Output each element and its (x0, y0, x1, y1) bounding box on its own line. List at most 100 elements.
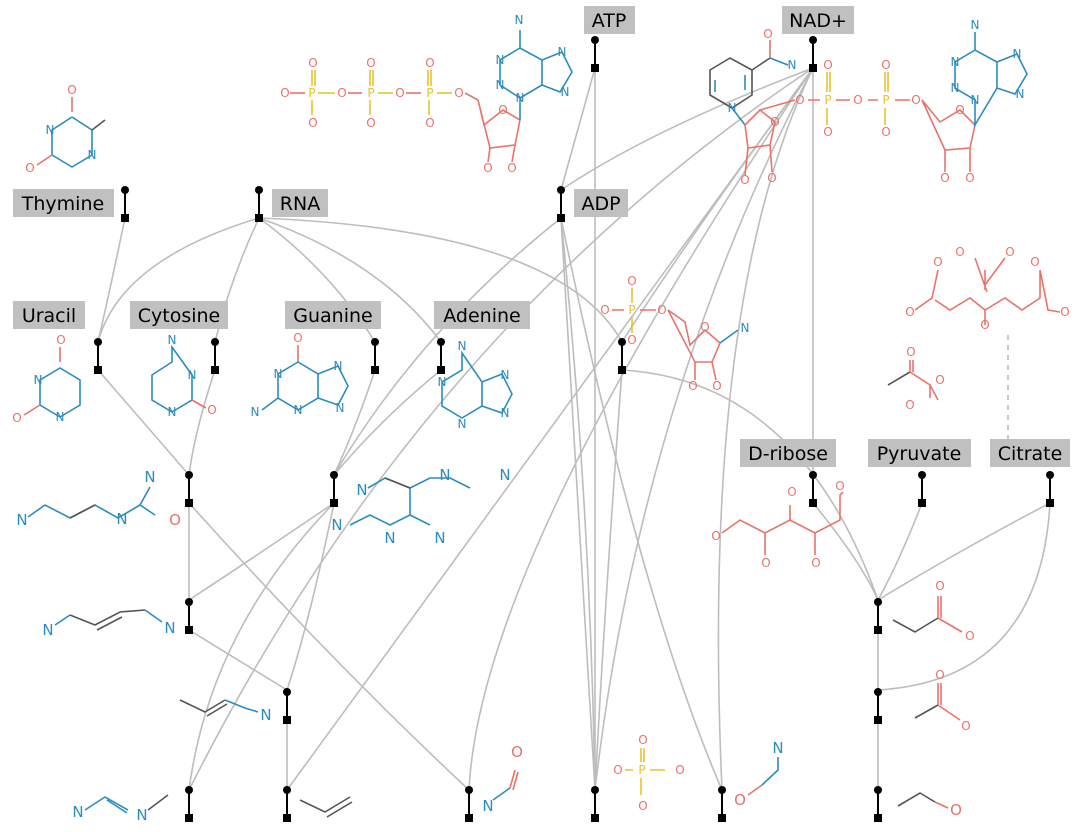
node-dribose[interactable] (809, 471, 817, 507)
node-acetaldehyde[interactable] (874, 786, 882, 822)
node-pyruvate[interactable] (918, 471, 926, 507)
svg-text:N: N (788, 58, 797, 72)
svg-text:N: N (951, 55, 960, 69)
svg-text:O: O (761, 556, 770, 570)
edge-adenine-intermediate (333, 369, 442, 476)
svg-text:N: N (274, 367, 283, 381)
node-adenine-intermediate[interactable] (330, 471, 338, 507)
node-nad[interactable] (809, 36, 817, 72)
svg-text:O: O (823, 125, 832, 139)
svg-text:O: O (67, 83, 76, 97)
svg-text:N: N (971, 93, 980, 107)
svg-text:O: O (169, 511, 181, 529)
node-propene[interactable] (283, 786, 291, 822)
svg-text:O: O (600, 303, 609, 317)
label-uracil[interactable]: Uracil (13, 301, 85, 329)
svg-text:ADP: ADP (581, 193, 620, 215)
label-adp[interactable]: ADP (574, 189, 628, 217)
svg-text:O: O (811, 556, 820, 570)
molecule-propionate: O O (892, 579, 975, 643)
edge-cytosine-intermediate (188, 369, 216, 476)
node-uracil[interactable] (94, 338, 102, 374)
svg-text:N: N (1016, 87, 1025, 101)
node-imine[interactable] (185, 786, 193, 822)
label-dribose[interactable]: D-ribose (740, 439, 836, 467)
node-cytosine[interactable] (211, 338, 219, 374)
svg-text:N: N (34, 373, 43, 387)
edge-adp-nitrile (560, 217, 723, 791)
node-isocyanate[interactable] (465, 786, 473, 822)
svg-text:O: O (950, 801, 962, 819)
svg-text:N: N (434, 529, 445, 547)
svg-text:O: O (955, 103, 964, 117)
molecule-propene (299, 796, 353, 818)
svg-text:O: O (675, 763, 684, 777)
edge-pyruvate-propionate (877, 502, 923, 601)
label-adenine[interactable]: Adenine (434, 301, 530, 329)
node-urea-intermediate[interactable] (185, 471, 193, 507)
svg-text:NAD+: NAD+ (789, 10, 847, 32)
svg-text:O: O (881, 125, 890, 139)
label-rna[interactable]: RNA (272, 189, 328, 217)
svg-text:O: O (395, 86, 404, 100)
svg-text:N: N (56, 410, 65, 424)
svg-text:O: O (961, 719, 970, 733)
svg-text:N: N (482, 797, 493, 815)
node-rna[interactable] (255, 186, 263, 222)
svg-text:N: N (458, 417, 467, 431)
node-guanine[interactable] (371, 338, 379, 374)
molecule-acetate: O O (914, 668, 971, 733)
label-thymine[interactable]: Thymine (13, 189, 114, 217)
svg-text:O: O (337, 86, 346, 100)
svg-text:O: O (366, 116, 375, 130)
svg-text:N: N (136, 806, 147, 824)
node-phosphate[interactable] (591, 786, 599, 822)
node-acetate[interactable] (874, 688, 882, 724)
node-adp[interactable] (557, 186, 565, 222)
node-thymine[interactable] (121, 186, 129, 222)
edge-nad-nitrile (717, 67, 814, 791)
svg-text:O: O (935, 579, 944, 593)
edge-adenineint-diamine (188, 502, 335, 601)
svg-text:N: N (116, 510, 127, 528)
svg-text:O: O (483, 161, 492, 175)
svg-text:O: O (425, 116, 434, 130)
svg-text:D-ribose: D-ribose (748, 443, 828, 465)
svg-text:O: O (308, 56, 317, 70)
svg-text:O: O (627, 333, 636, 347)
svg-text:N: N (496, 53, 505, 67)
label-citrate[interactable]: Citrate (990, 439, 1070, 467)
node-aminopropene[interactable] (283, 688, 291, 724)
svg-text:P: P (638, 763, 645, 777)
svg-text:O: O (965, 171, 974, 185)
node-nitrile-oxide[interactable] (718, 786, 726, 822)
svg-text:N: N (356, 481, 367, 499)
node-ribose-phosphate[interactable] (618, 338, 626, 374)
label-nad[interactable]: NAD+ (782, 6, 854, 34)
label-atp[interactable]: ATP (584, 6, 635, 34)
edge-rna-uracil (97, 217, 260, 343)
svg-text:O: O (905, 305, 914, 319)
svg-text:N: N (16, 511, 27, 529)
label-cytosine[interactable]: Cytosine (130, 301, 228, 329)
svg-text:N: N (188, 368, 197, 382)
svg-text:O: O (507, 161, 516, 175)
label-guanine[interactable]: Guanine (285, 301, 381, 329)
svg-text:N: N (561, 85, 570, 99)
node-atp[interactable] (591, 36, 599, 72)
svg-text:O: O (688, 379, 697, 393)
label-pyruvate[interactable]: Pyruvate (868, 439, 971, 467)
edge-citrate-propionate (877, 502, 1051, 601)
svg-text:RNA: RNA (280, 193, 320, 215)
molecule-diamine: N N (42, 609, 176, 639)
node-diamine[interactable] (185, 598, 193, 634)
svg-text:N: N (88, 148, 97, 162)
node-propionate[interactable] (874, 598, 882, 634)
edge-rna-adenine (258, 217, 442, 343)
svg-text:N: N (515, 13, 524, 27)
svg-text:O: O (1030, 255, 1039, 269)
node-citrate[interactable] (1046, 471, 1054, 507)
node-adenine[interactable] (437, 338, 445, 374)
svg-text:O: O (425, 56, 434, 70)
